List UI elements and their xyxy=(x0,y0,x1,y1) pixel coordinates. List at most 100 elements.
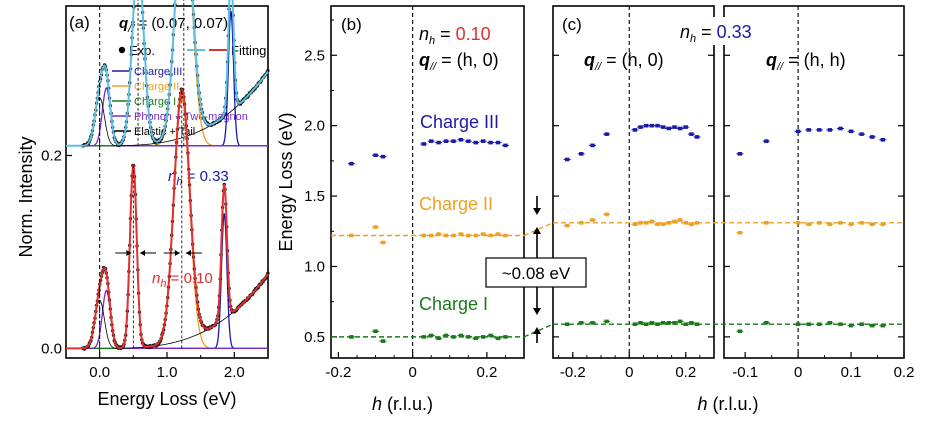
data-point xyxy=(495,336,501,341)
data-point xyxy=(838,221,843,225)
data-point xyxy=(503,233,508,238)
shift-annotation-box xyxy=(485,257,587,288)
data-point xyxy=(848,323,854,328)
shift-arrowhead xyxy=(126,250,132,256)
data-point xyxy=(564,223,570,228)
data-point xyxy=(564,322,570,327)
data-point xyxy=(870,323,875,328)
data-point xyxy=(473,140,478,145)
component-phonon-0 xyxy=(66,87,268,147)
spectrum-label: nh = 0.10 xyxy=(152,270,213,290)
x-tick-label: 0.2 xyxy=(476,364,497,381)
data-point xyxy=(604,132,609,136)
data-point xyxy=(473,336,478,341)
x-tick-label: -0.2 xyxy=(325,364,351,381)
connector-charge1 xyxy=(523,323,554,338)
data-point xyxy=(443,139,449,143)
data-point xyxy=(870,135,875,139)
x-axis-label: h (r.l.u.) xyxy=(697,394,758,414)
data-point xyxy=(380,154,386,159)
data-point xyxy=(806,222,811,227)
series-label-charge3: Charge III xyxy=(420,112,499,132)
nh-label: nh = 0.33 xyxy=(680,22,752,45)
data-point xyxy=(880,222,886,227)
data-point xyxy=(737,329,743,334)
data-point xyxy=(689,132,694,136)
x-tick-label: 0 xyxy=(625,364,633,381)
x-tick-label: 2.0 xyxy=(224,364,245,381)
data-point xyxy=(644,221,649,225)
data-point xyxy=(795,221,801,225)
y-tick-label: 2.0 xyxy=(304,118,325,135)
shift-arrowhead xyxy=(533,227,541,234)
data-point xyxy=(604,319,609,324)
data-point xyxy=(838,126,843,131)
data-point xyxy=(827,128,833,132)
data-point xyxy=(638,321,643,325)
x-axis-label: h (r.l.u.) xyxy=(372,394,433,414)
x-tick-label: 0.2 xyxy=(894,364,915,381)
data-point xyxy=(638,221,643,225)
x-tick-label: 0.2 xyxy=(675,364,696,381)
y-tick-label: 0.5 xyxy=(304,329,325,346)
legend-label-charge2: Charge II xyxy=(134,81,179,93)
x-tick-label: 0 xyxy=(408,364,416,381)
nh-label-background xyxy=(674,17,776,45)
data-point xyxy=(859,132,864,136)
data-point xyxy=(880,137,886,142)
x-tick-label: 0.1 xyxy=(841,364,862,381)
data-point xyxy=(590,143,595,148)
shift-arrowhead xyxy=(140,250,146,256)
q-label: q// = (h, h) xyxy=(766,50,846,73)
shift-arrowhead xyxy=(533,308,541,315)
y-tick-label: 0.2 xyxy=(41,147,62,164)
data-point xyxy=(666,321,672,325)
component-phonon-1 xyxy=(66,289,268,350)
data-point xyxy=(451,139,456,143)
q-header: q// = (0.07, 0.07) xyxy=(119,15,228,35)
data-point xyxy=(579,152,584,156)
data-point xyxy=(436,232,441,236)
plot-frame xyxy=(723,5,905,359)
data-point xyxy=(655,222,660,227)
data-point xyxy=(672,125,677,129)
data-point xyxy=(380,240,386,245)
shift-arrowhead xyxy=(185,250,191,256)
data-point xyxy=(495,232,501,236)
data-point xyxy=(689,321,694,325)
panel-label: (a) xyxy=(69,13,90,32)
data-point xyxy=(488,140,493,145)
data-point xyxy=(764,139,769,143)
plot-frame xyxy=(330,5,525,359)
data-point xyxy=(632,128,638,132)
q-label: q// = (h, 0) xyxy=(419,50,499,73)
data-point xyxy=(436,140,441,145)
q-label: q// = (h, 0) xyxy=(584,50,664,73)
x-axis-label: Energy Loss (eV) xyxy=(97,389,236,409)
y-tick-label: 1.0 xyxy=(304,258,325,275)
data-point xyxy=(838,322,843,327)
series-label-charge1: Charge I xyxy=(419,294,488,314)
data-point xyxy=(458,137,464,142)
x-tick-label: 0.0 xyxy=(89,364,110,381)
data-point xyxy=(677,319,683,324)
data-point xyxy=(649,123,655,128)
nh-label: nh = 0.10 xyxy=(419,24,491,47)
data-point xyxy=(737,230,743,235)
data-point xyxy=(764,321,769,325)
plot-frame xyxy=(552,5,715,359)
x-tick-label: 1.0 xyxy=(157,364,178,381)
panel-label: (c) xyxy=(562,15,582,34)
data-point xyxy=(458,232,464,236)
data-point xyxy=(848,129,854,134)
data-point xyxy=(480,139,486,143)
component-charge1-1 xyxy=(66,164,268,350)
data-point xyxy=(677,126,683,131)
data-point xyxy=(649,321,655,325)
data-point xyxy=(870,222,875,227)
data-point xyxy=(660,321,666,325)
